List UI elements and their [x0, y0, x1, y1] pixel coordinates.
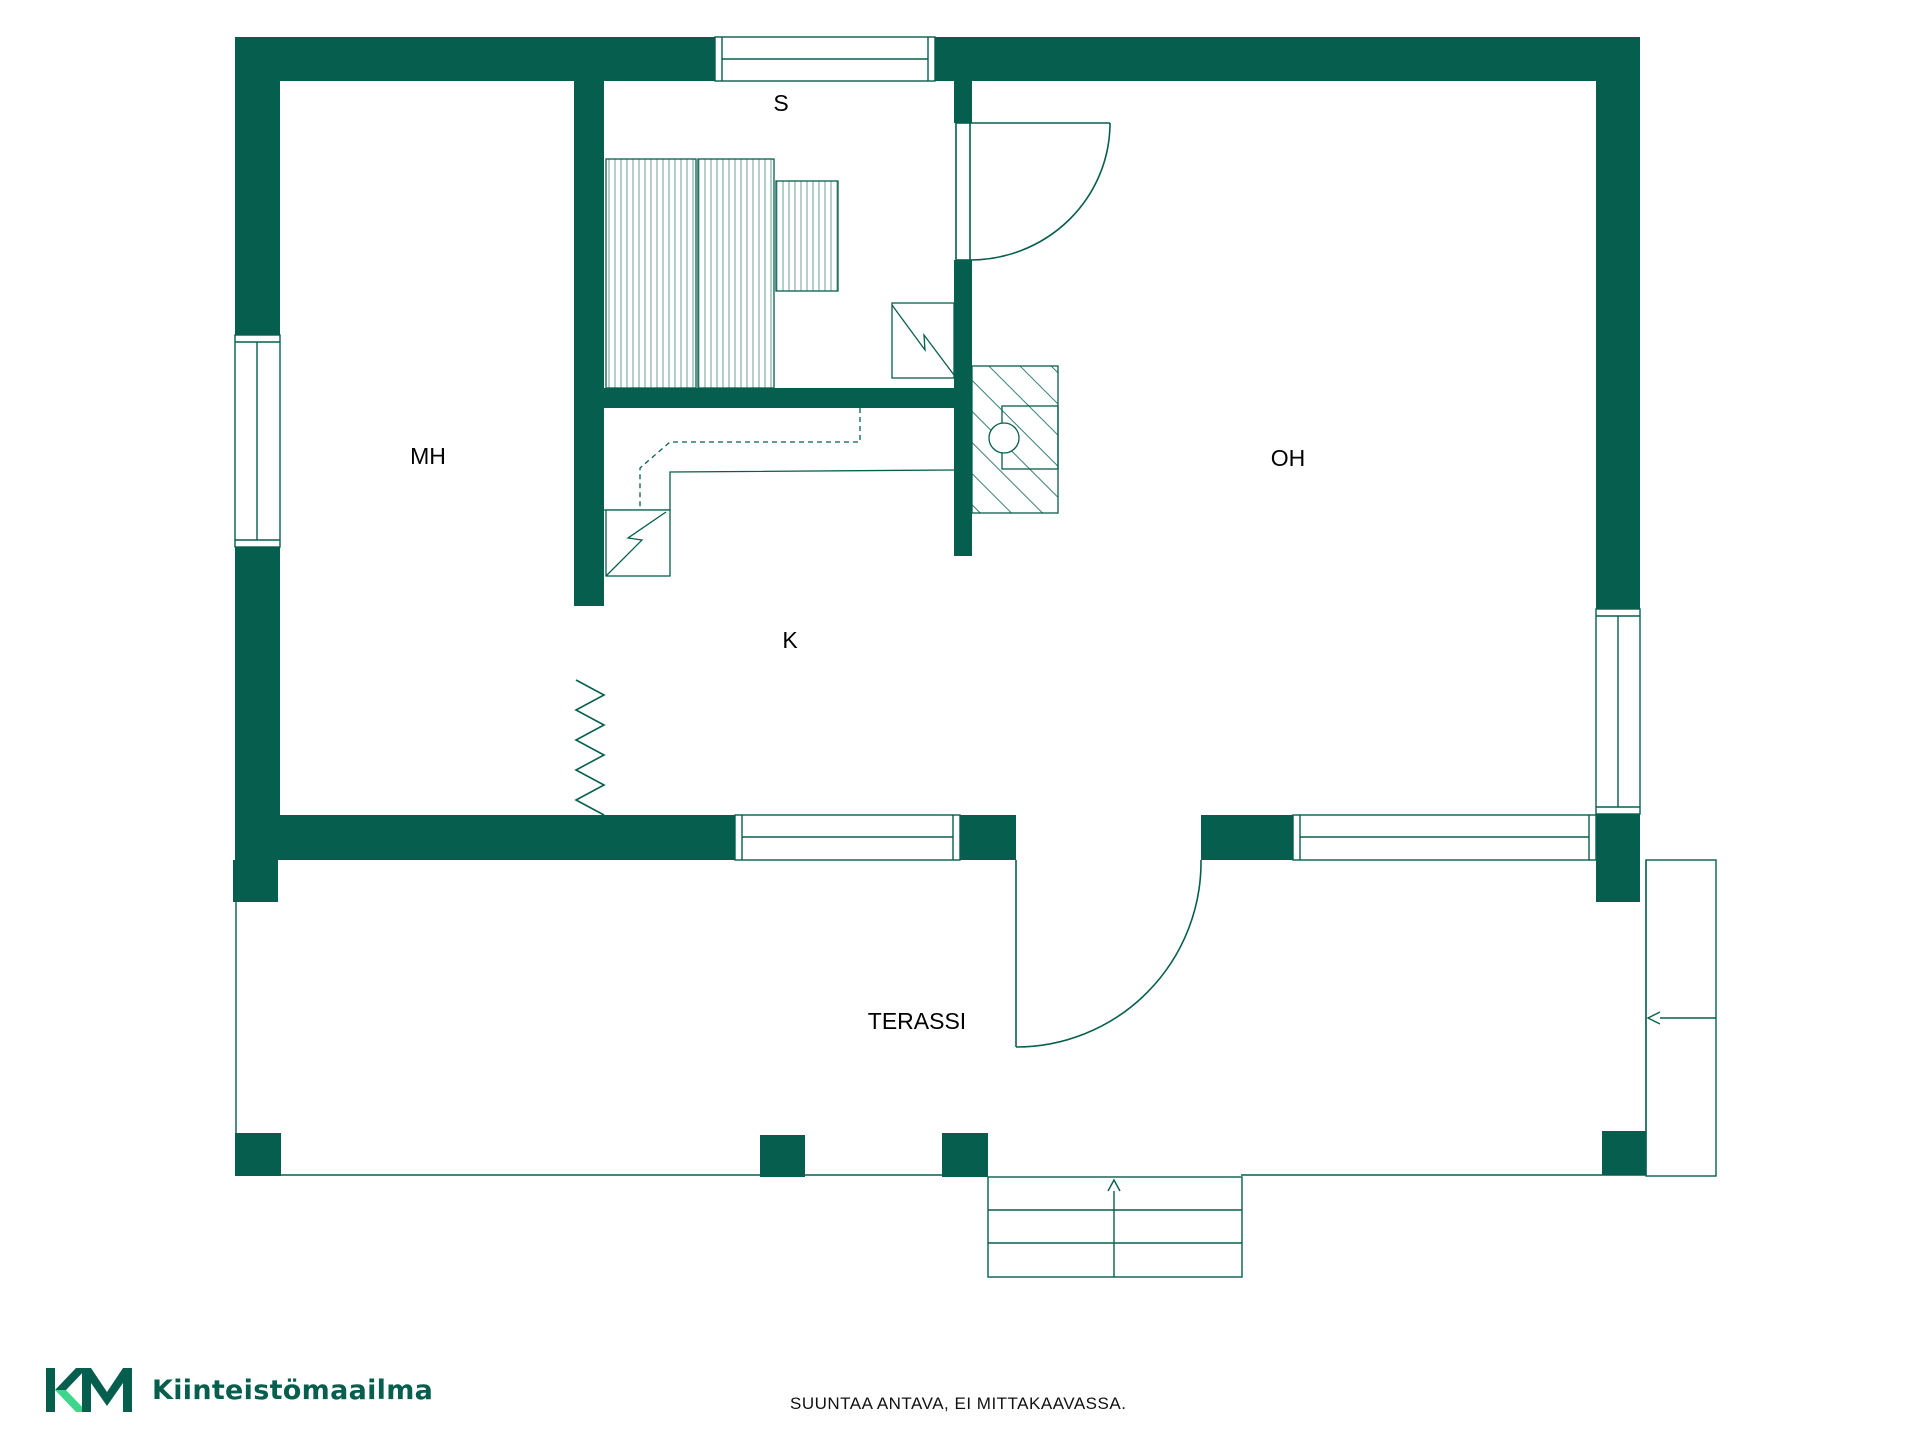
km-logo-icon: KM [46, 1368, 132, 1412]
sauna-stove [891, 302, 955, 379]
walls [233, 37, 1646, 1177]
front-steps [987, 1176, 1243, 1278]
kitchen-counter [604, 408, 955, 577]
brand: KM Kiinteistömaailma [46, 1368, 433, 1412]
room-label-k: K [782, 627, 798, 653]
side-stairs [1645, 859, 1717, 1177]
room-label-mh: MH [410, 443, 446, 469]
sauna-benches [605, 158, 839, 389]
room-label-s: S [773, 90, 788, 116]
fireplace [971, 365, 1059, 514]
disclaimer-text: SUUNTAA ANTAVA, EI MITTAKAAVASSA. [790, 1394, 1127, 1413]
room-labels: MH S OH K TERASSI [410, 90, 1305, 1034]
windows [234, 36, 1641, 861]
doors [574, 122, 1202, 1048]
brand-name: Kiinteistömaailma [152, 1374, 434, 1406]
room-label-oh: OH [1271, 445, 1306, 471]
room-label-terassi: TERASSI [868, 1008, 966, 1034]
